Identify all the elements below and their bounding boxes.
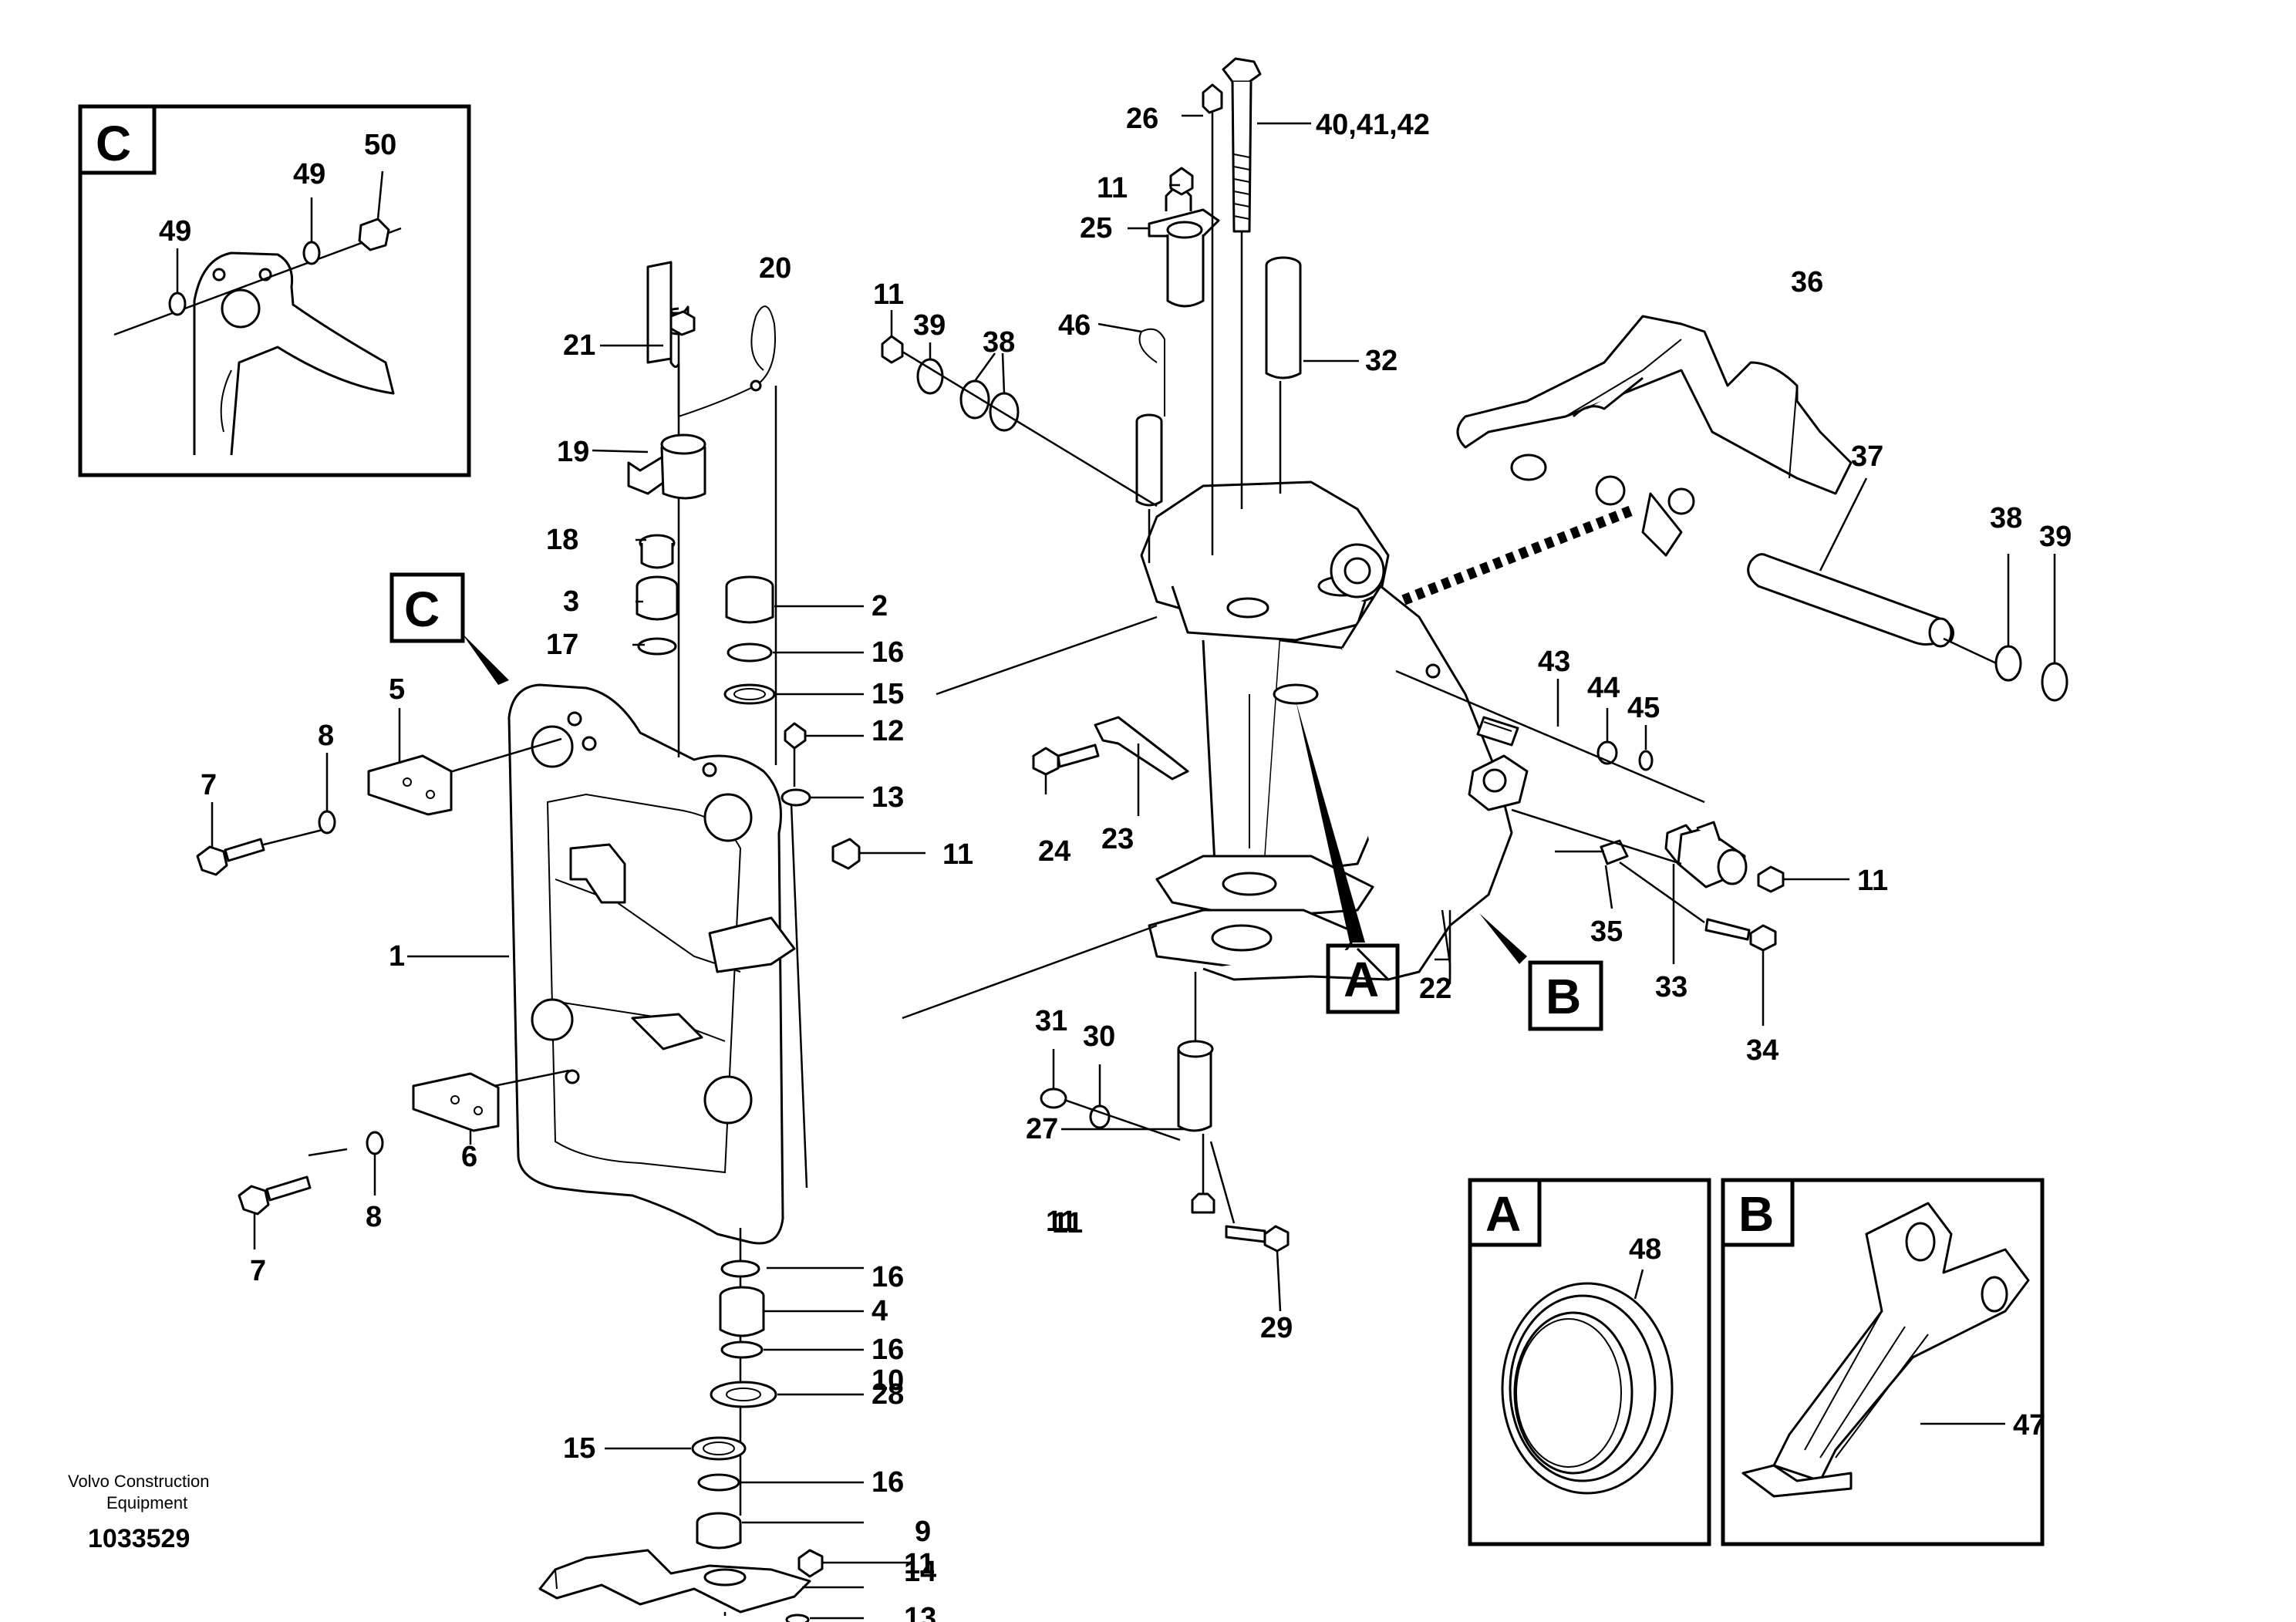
callout-27: 27: [1026, 1113, 1058, 1145]
frame-part-1: [507, 683, 796, 1245]
callout-39-left: 39: [913, 309, 946, 342]
callout-25: 25: [1080, 212, 1112, 244]
view-b-pointer-label: B: [1546, 969, 1581, 1024]
callout-7-bottom: 7: [250, 1255, 266, 1287]
callout-21: 21: [563, 329, 595, 362]
callout-8-top: 8: [318, 720, 334, 752]
clip-19: [646, 261, 673, 364]
callout-13-top: 13: [872, 781, 904, 814]
callout-24: 24: [1038, 835, 1070, 868]
callout-15-bottom: 15: [563, 1432, 595, 1465]
callout-15-top: 15: [872, 678, 904, 710]
view-c-pointer-label: C: [404, 582, 440, 637]
inset-b: B: [1721, 1178, 2045, 1546]
footer-company-line1: Volvo Construction: [68, 1472, 209, 1491]
inset-c: C: [78, 104, 471, 477]
callout-11-g: 11: [1052, 1207, 1083, 1239]
callout-38-right: 38: [1990, 502, 2022, 534]
view-c-arrow: [461, 632, 509, 685]
callout-34: 34: [1746, 1034, 1778, 1067]
callout-26: 26: [1126, 103, 1158, 135]
callout-28: 28: [872, 1378, 904, 1411]
bracket-9: [538, 1549, 811, 1614]
callout-17: 17: [546, 629, 578, 661]
callout-5: 5: [389, 673, 405, 706]
callout-47: 47: [2013, 1409, 2045, 1442]
callout-11-top: 11: [1097, 172, 1128, 204]
callout-16-d: 16: [872, 1466, 904, 1499]
callout-16-b: 16: [872, 1334, 904, 1366]
footer-company-line2: Equipment: [106, 1493, 187, 1512]
view-a-pointer-box: [1326, 943, 1400, 1014]
callout-43: 43: [1538, 646, 1570, 678]
inset-b-label: B: [1738, 1186, 1774, 1242]
callout-38-left: 38: [983, 326, 1015, 359]
view-a-pointer-label: A: [1344, 952, 1379, 1007]
callout-45: 45: [1627, 692, 1660, 724]
callout-13-bottom: 13: [904, 1602, 936, 1622]
callout-12: 12: [872, 715, 904, 747]
callout-2: 2: [872, 590, 888, 622]
callout-20: 20: [759, 252, 791, 285]
bracket-6: [412, 1072, 500, 1132]
callout-14: 14: [904, 1556, 936, 1588]
callout-46: 46: [1058, 309, 1091, 342]
callout-33: 33: [1655, 971, 1687, 1003]
inset-c-label: C: [96, 116, 131, 171]
view-b-pointer-box: [1528, 960, 1603, 1031]
callout-9: 9: [915, 1516, 931, 1548]
callout-23: 23: [1101, 823, 1134, 855]
callout-48: 48: [1629, 1233, 1661, 1266]
bolt-7-bottom: [238, 1185, 270, 1216]
callout-30: 30: [1083, 1020, 1115, 1053]
callout-50: 50: [364, 129, 396, 161]
callout-11-right: 11: [1857, 865, 1888, 897]
inset-a-label: A: [1485, 1186, 1521, 1242]
callout-39-right: 39: [2039, 521, 2072, 553]
callout-8-bottom: 8: [366, 1201, 382, 1233]
callout-44: 44: [1587, 672, 1620, 704]
footer-drawing-number: 1033529: [88, 1524, 190, 1553]
view-a-arrow: [1296, 700, 1365, 943]
callout-10: 10: [872, 1364, 904, 1397]
callout-11-frame: 11: [942, 838, 973, 871]
callout-36: 36: [1791, 266, 1823, 298]
inset-a: A: [1468, 1178, 1711, 1546]
callout-32: 32: [1365, 345, 1397, 377]
callout-16-a: 16: [872, 636, 904, 669]
callout-4: 4: [872, 1295, 888, 1327]
callout-19: 19: [557, 436, 589, 468]
callout-37: 37: [1851, 440, 1883, 473]
view-c-pointer-box: [389, 572, 465, 643]
callout-18: 18: [546, 524, 578, 556]
callout-11-left: 11: [873, 278, 904, 311]
callout-11-pin: 11: [1046, 1206, 1077, 1238]
callout-29: 29: [1260, 1312, 1293, 1344]
callout-49-a: 49: [159, 215, 191, 248]
callout-7-top: 7: [201, 769, 217, 801]
callout-16-c: 16: [872, 1261, 904, 1293]
callout-31: 31: [1035, 1005, 1067, 1037]
center-bracket-22: [1140, 481, 1529, 981]
callout-1: 1: [389, 940, 405, 973]
callout-6: 6: [461, 1141, 477, 1173]
callout-3: 3: [563, 585, 579, 618]
view-b-arrow: [1479, 913, 1527, 964]
callout-40-41-42: 40,41,42: [1316, 109, 1430, 141]
callout-22: 22: [1419, 973, 1451, 1005]
bolt-7-top: [196, 845, 228, 876]
callout-49-b: 49: [293, 158, 325, 191]
callout-11-lower: 11: [904, 1548, 935, 1580]
callout-35: 35: [1590, 916, 1623, 948]
